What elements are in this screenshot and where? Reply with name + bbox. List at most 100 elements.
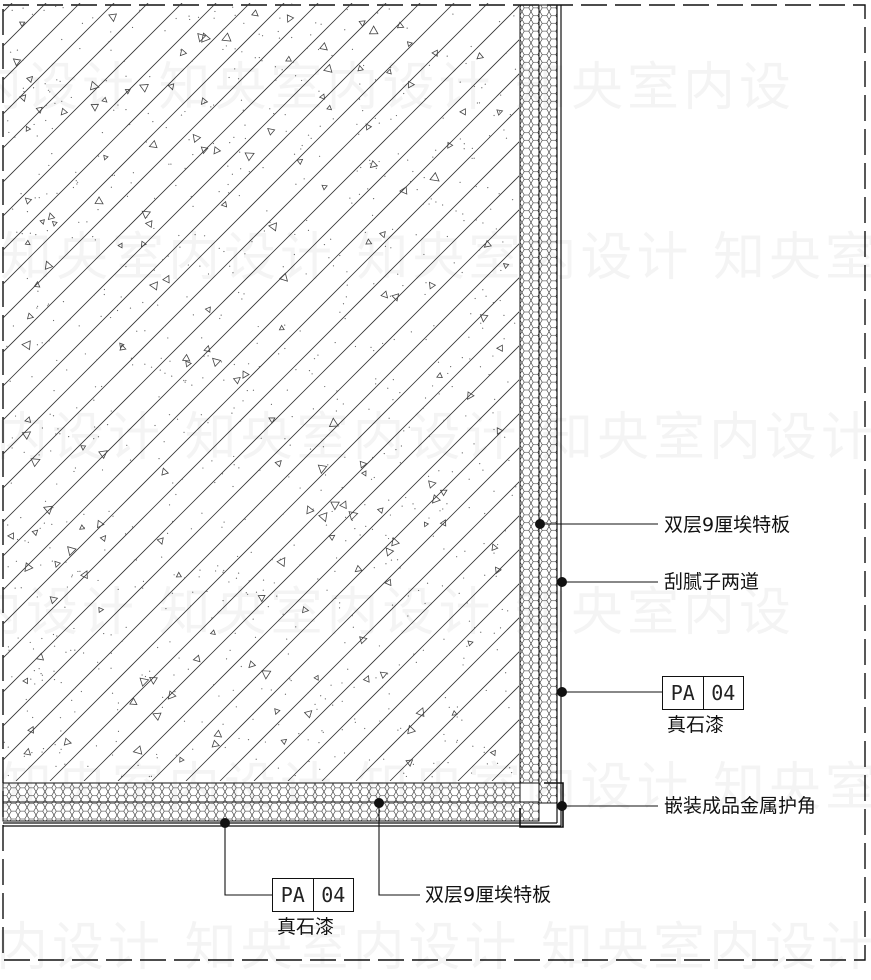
aggregate-mark xyxy=(328,417,339,427)
sand-dot xyxy=(43,522,45,524)
border-rect xyxy=(2,4,866,961)
sand-dot xyxy=(8,131,10,134)
aggregate-mark xyxy=(12,58,22,67)
sand-dot xyxy=(111,174,113,177)
sand-dot xyxy=(269,221,271,223)
sand-dot xyxy=(44,500,47,502)
sand-dot xyxy=(459,138,461,140)
aggregate-mark xyxy=(98,606,105,614)
aggregate-mark xyxy=(436,371,443,379)
sand-dot xyxy=(71,576,73,578)
sand-dot xyxy=(459,81,461,83)
aggregate-mark xyxy=(357,64,364,72)
sand-dot xyxy=(289,444,291,446)
sand-dot xyxy=(192,314,194,316)
sand-dot xyxy=(180,114,183,116)
sand-dot xyxy=(198,576,200,578)
sand-dot xyxy=(435,201,437,203)
sand-dot xyxy=(299,487,301,489)
sand-dot xyxy=(273,113,275,115)
sand-dot xyxy=(479,366,482,368)
aggregate-mark xyxy=(406,41,414,48)
sand-dot xyxy=(125,266,127,268)
sand-dot xyxy=(54,102,56,104)
sand-dot xyxy=(14,587,16,589)
sand-dot xyxy=(317,48,320,51)
sand-dot xyxy=(313,358,316,360)
board-layers xyxy=(2,4,564,828)
aggregate-mark xyxy=(192,654,201,663)
aggregate-mark xyxy=(42,505,54,515)
aggregate-mark xyxy=(489,749,496,757)
sand-dot xyxy=(403,92,405,95)
sand-dot xyxy=(211,460,213,462)
sand-dot xyxy=(424,602,426,605)
sand-dot xyxy=(9,51,12,53)
sand-dot xyxy=(351,48,354,50)
aggregate-mark xyxy=(175,571,183,578)
sand-dot xyxy=(86,221,88,223)
aggregate-mark xyxy=(385,547,395,557)
sand-dot xyxy=(120,296,122,298)
sand-dot xyxy=(65,561,67,563)
sand-dot xyxy=(466,602,468,604)
sand-dot xyxy=(142,301,144,304)
hatch-line xyxy=(321,583,519,781)
sand-dot xyxy=(64,606,66,608)
aggregate-mark xyxy=(167,83,175,91)
sand-dot xyxy=(223,569,225,572)
sand-dot xyxy=(132,364,134,366)
sand-dot xyxy=(470,772,473,774)
sand-dot xyxy=(390,66,392,69)
sand-dot xyxy=(485,295,487,297)
sand-dot xyxy=(16,538,19,541)
sand-dot xyxy=(407,595,409,597)
sand-dot xyxy=(503,314,505,316)
sand-dot xyxy=(51,152,53,155)
hatch-line xyxy=(3,3,251,251)
sand-dot xyxy=(428,435,431,437)
sand-dot xyxy=(165,126,167,129)
aggregate-mark xyxy=(302,605,310,614)
sand-dot xyxy=(175,184,177,187)
sand-dot xyxy=(393,338,395,341)
sand-dot xyxy=(77,570,79,573)
sand-dot xyxy=(389,295,392,297)
hatch-line xyxy=(3,3,455,455)
sand-dot xyxy=(179,246,181,248)
aggregate-mark xyxy=(6,532,14,540)
sand-dot xyxy=(339,254,341,257)
sand-dot xyxy=(402,284,404,287)
sand-dot xyxy=(345,540,347,542)
sand-dot xyxy=(284,114,286,116)
aggregate-mark xyxy=(18,21,26,28)
sand-dot xyxy=(261,60,263,62)
sand-dot xyxy=(513,15,515,17)
sand-dot xyxy=(65,651,67,653)
sand-dot xyxy=(438,470,440,472)
sand-dot xyxy=(365,525,367,527)
sand-dot xyxy=(270,689,272,691)
sand-dot xyxy=(41,751,43,753)
sand-dot xyxy=(247,363,250,365)
sand-dot xyxy=(282,513,284,515)
sand-dot xyxy=(157,646,159,649)
sand-dot xyxy=(482,222,484,224)
sand-dot xyxy=(281,69,283,71)
sand-dot xyxy=(341,682,343,684)
sand-dot xyxy=(318,90,320,92)
sand-dot xyxy=(183,720,186,722)
sand-dot xyxy=(29,232,31,234)
hatch-line xyxy=(3,243,519,761)
aggregate-mark xyxy=(257,595,266,603)
sand-dot xyxy=(233,136,235,139)
aggregate-mark xyxy=(244,152,255,162)
sand-dot xyxy=(9,380,11,382)
aggregate-mark xyxy=(213,146,222,155)
sand-dot xyxy=(225,45,227,47)
sand-dot xyxy=(295,183,297,185)
sand-dot xyxy=(144,330,146,332)
sand-dot xyxy=(282,613,284,615)
sand-dot xyxy=(213,17,215,19)
aggregate-mark xyxy=(479,314,489,323)
